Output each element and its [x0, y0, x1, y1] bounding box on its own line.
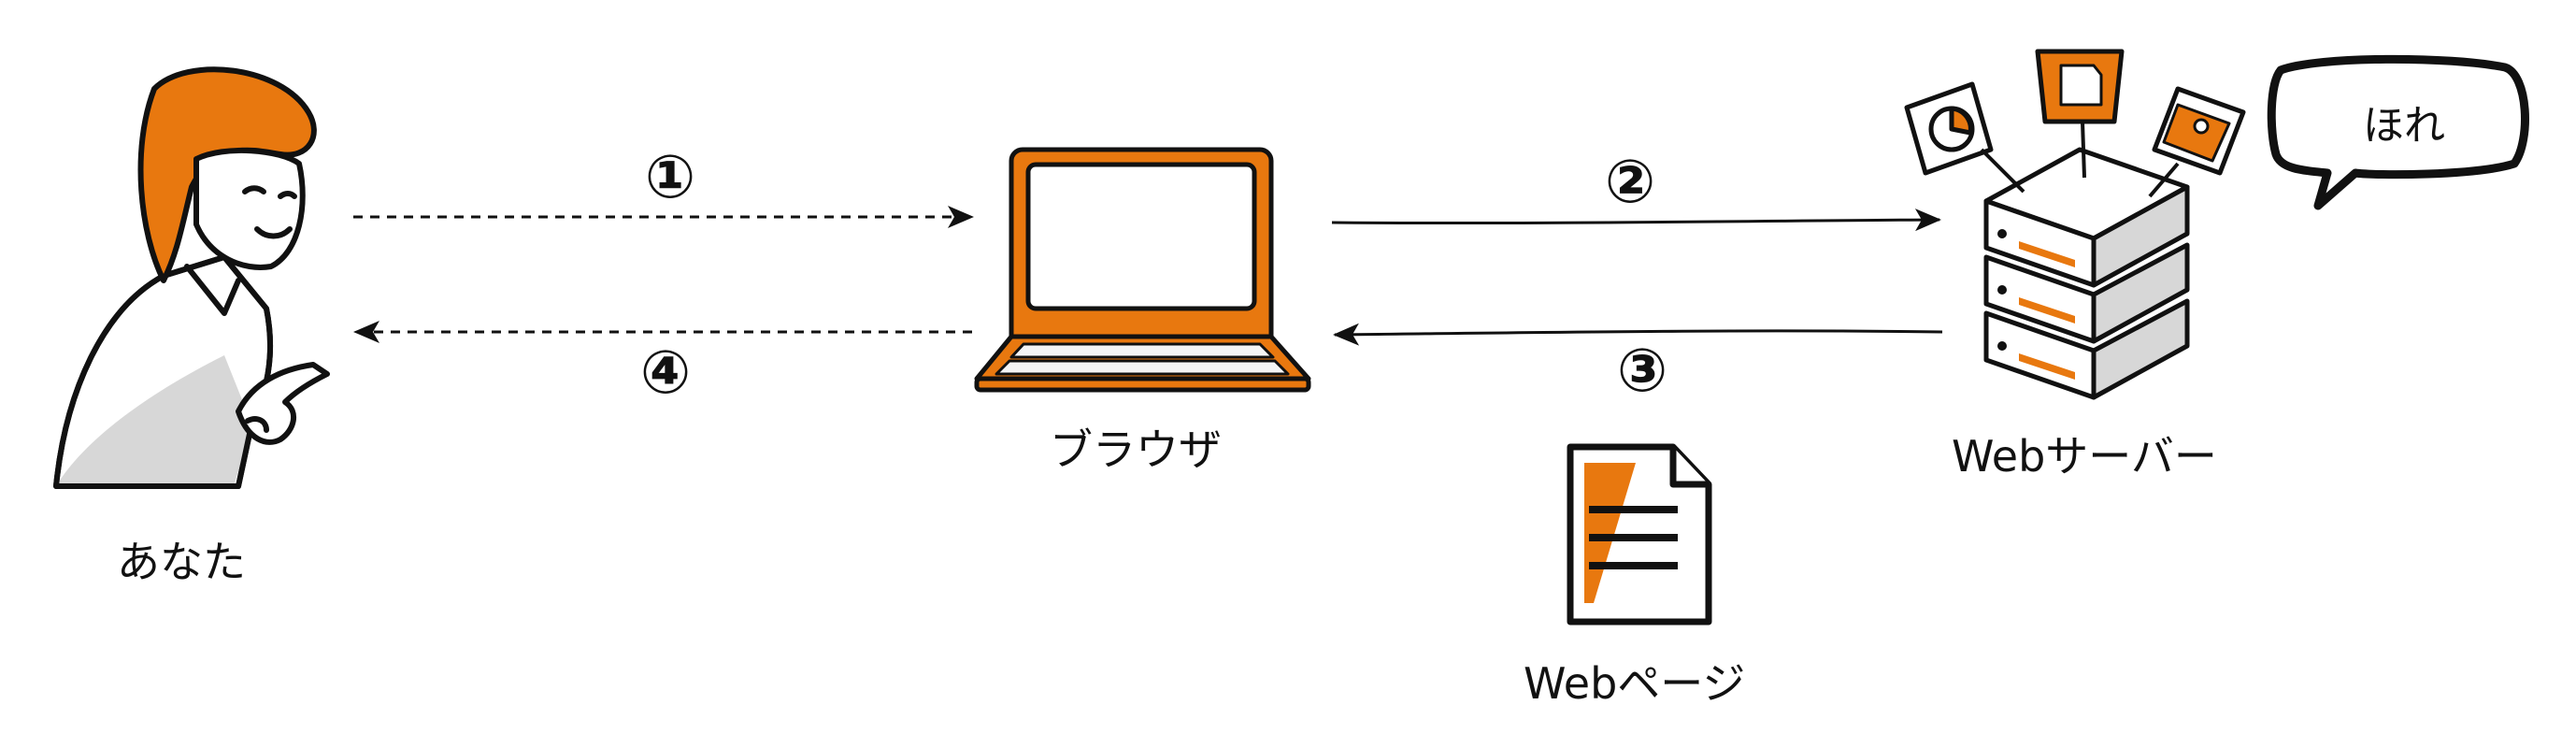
- step-4-label: ④: [640, 338, 692, 408]
- webpage-label: Webページ: [1524, 658, 1746, 709]
- image-card-icon: [2148, 86, 2246, 198]
- step-3-label: ③: [1617, 337, 1668, 406]
- speech-bubble: [2267, 54, 2529, 210]
- step-1-label: ①: [645, 143, 696, 212]
- browser-label: ブラウザ: [1050, 424, 1222, 475]
- bubble-text: ほれ: [2363, 102, 2445, 150]
- you-label: あなた: [117, 537, 246, 587]
- server-icon: [1983, 147, 2190, 400]
- laptop-icon: [974, 147, 1311, 393]
- step-2-label: ②: [1605, 148, 1656, 217]
- chart-card-icon: [1904, 81, 2025, 194]
- arrow-2: [1331, 209, 1941, 232]
- document-icon: [1567, 443, 1712, 626]
- person-icon: [53, 66, 330, 489]
- server-label: Webサーバー: [1952, 431, 2217, 482]
- arrow-3: [1333, 323, 1943, 346]
- doc-card-icon: [2035, 49, 2125, 179]
